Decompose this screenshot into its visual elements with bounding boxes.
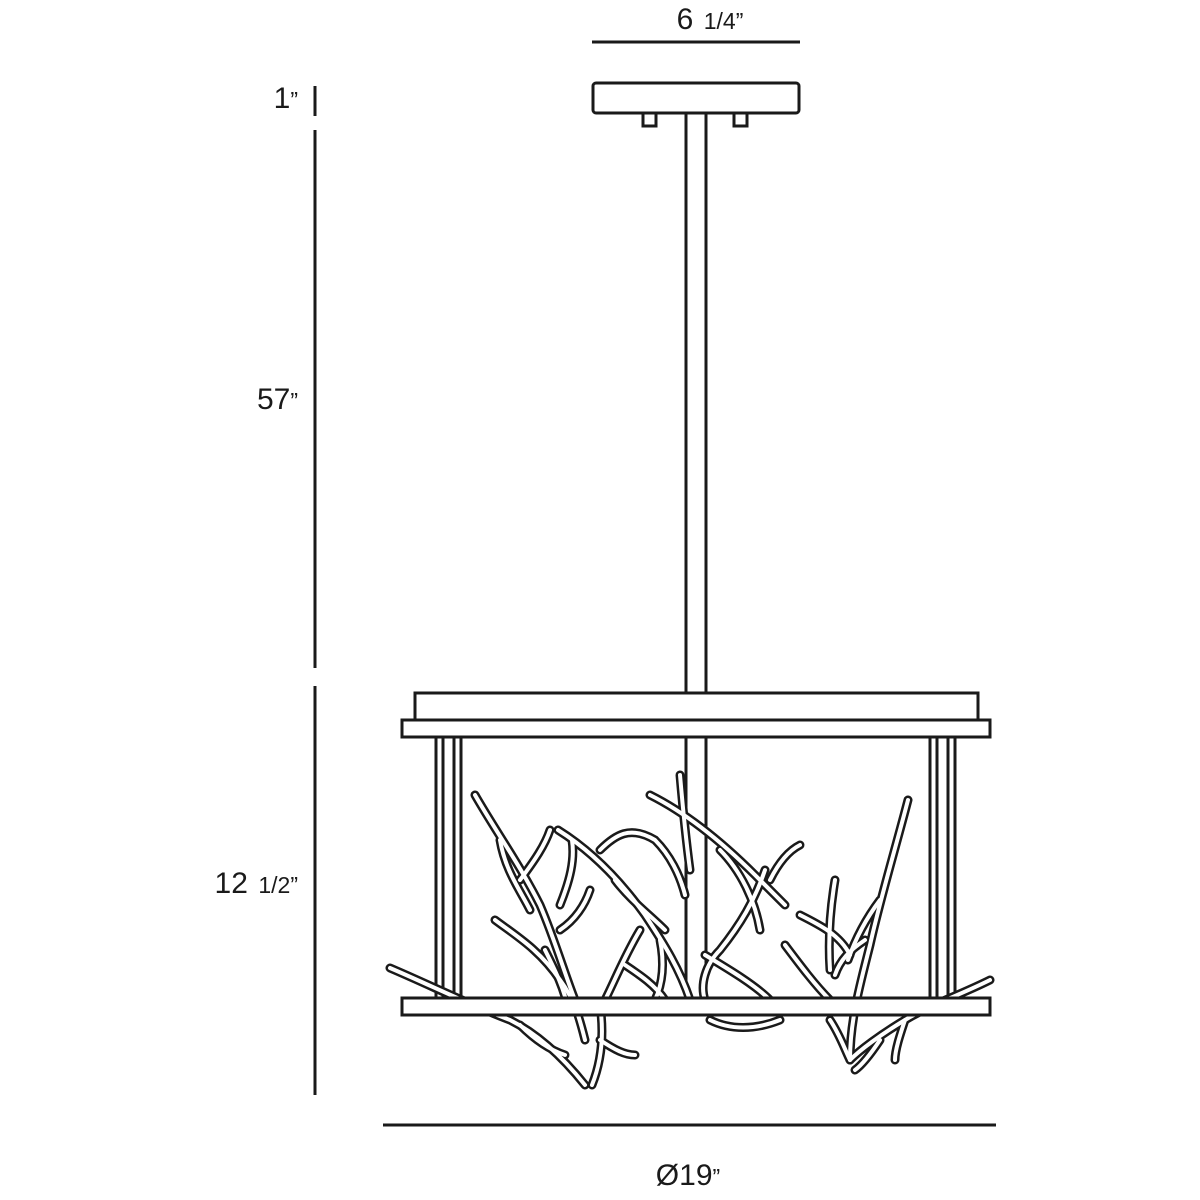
post-left-inner: [452, 735, 463, 1000]
top-ring: [400, 718, 992, 739]
canopy-screw-left: [641, 111, 658, 128]
canopy-height-label: 1”: [274, 82, 298, 115]
rod-length-label: 57”: [257, 383, 298, 416]
canopy-screw-right: [732, 111, 749, 128]
post-right-outer: [946, 735, 957, 1000]
downrod: [684, 111, 708, 695]
post-right-inner: [928, 735, 939, 1000]
diameter-label: Ø19”: [656, 1159, 720, 1192]
fixture-height-label: 12 1/2”: [215, 867, 298, 900]
bottom-ring: [400, 996, 992, 1017]
coral-branches: [385, 770, 995, 1090]
post-left-outer: [434, 735, 445, 1000]
frame-posts: [434, 735, 957, 1000]
pendant-fixture: [385, 81, 995, 1090]
top-cap: [413, 691, 980, 722]
branch-fill: [388, 773, 992, 1087]
canopy-width-label: 6 1/4”: [677, 3, 744, 36]
canopy: [591, 81, 801, 115]
